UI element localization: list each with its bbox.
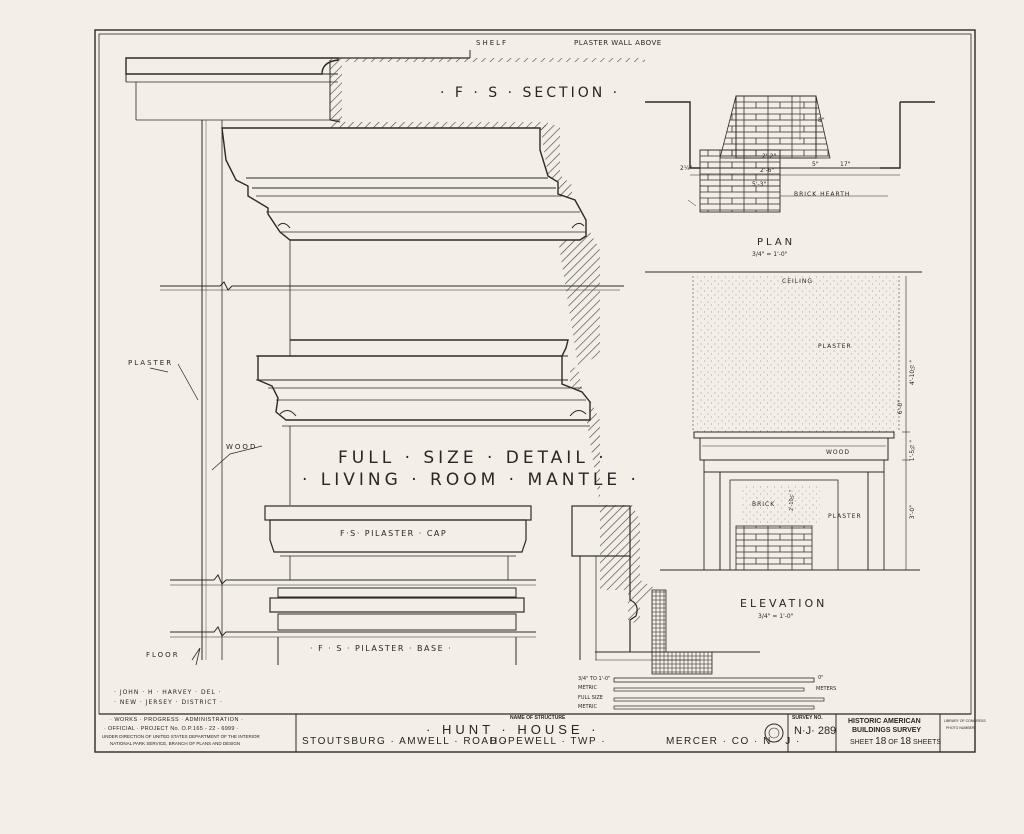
wpa-line1: · WORKS · PROGRESS · ADMINISTRATION ·: [110, 717, 244, 723]
wood-label: WOOD: [226, 443, 258, 451]
location-county: MERCER · CO · N · J ·: [666, 736, 801, 747]
plan-dim-5: 5": [812, 161, 819, 168]
sheet-count: SHEET 18 OF 18 SHEETS: [850, 737, 941, 747]
wpa-line2: · OFFICIAL · PROJECT No. O.P.165 - 22 - …: [104, 726, 239, 732]
graphic-scales: [613, 677, 825, 710]
elevation-dim-mantel: 1'-5¾": [909, 440, 916, 462]
drawing-title-line2: · LIVING · ROOM · MANTLE ·: [302, 470, 640, 490]
elevation-dim-opening: 2'-10½": [789, 490, 795, 512]
shelf-label: SHELF: [476, 39, 509, 47]
sheet-of: OF: [888, 739, 898, 746]
elevation-title: ELEVATION: [740, 597, 828, 610]
brick-hearth-label: BRICK HEARTH: [794, 191, 851, 198]
plaster-label: PLASTER: [128, 359, 174, 367]
survey-no-label: SURVEY NO.: [792, 715, 823, 721]
structure-name: · HUNT · HOUSE ·: [426, 722, 600, 737]
plan-scale: 3/4" = 1'-0": [752, 251, 788, 258]
location-road: STOUTSBURG · AMWELL · ROAD ·: [302, 736, 508, 747]
title-block-frame: [99, 713, 971, 752]
plan-dim-depth: 8": [818, 117, 825, 124]
plan-title: PLAN: [757, 237, 796, 248]
wpa-line4: NATIONAL PARK SERVICE, BRANCH OF PLANS A…: [110, 741, 241, 746]
pilaster-base-label: · F · S · PILASTER · BASE ·: [310, 644, 453, 653]
pilaster-cap-label: F·S· PILASTER · CAP: [340, 529, 448, 538]
habs-line1: HISTORIC AMERICAN: [848, 718, 921, 725]
wpa-line3: UNDER DIRECTION OF UNITED STATES DEPARTM…: [102, 734, 260, 739]
elevation-dim-6ft: 6'-0": [897, 400, 904, 415]
plan-dim-opening: 2'-2": [762, 153, 777, 160]
scale-label-full-size: FULL SIZE: [578, 695, 603, 701]
sheet-number: 18: [875, 736, 887, 747]
drawing-title-line1: FULL · SIZE · DETAIL ·: [338, 448, 608, 468]
sheet-suffix: SHEETS: [913, 739, 942, 746]
scale-mark-zero: 0": [818, 675, 824, 681]
brick-label: BRICK: [752, 501, 776, 508]
location-township: HOPEWELL · TWP ·: [490, 736, 607, 747]
outer-border: [94, 29, 976, 753]
elevation-dim-upper: 4'-10½": [909, 360, 916, 386]
cornice-molding: [221, 127, 587, 241]
scale-label-3-4: 3/4" TO 1'-0": [578, 676, 611, 682]
plan-drawing: [645, 95, 935, 213]
elevation-drawing: [645, 271, 922, 571]
ceiling-label: CEILING: [782, 278, 813, 285]
pilaster-cap: [264, 505, 532, 521]
delineator-name: · JOHN · H · HARVEY · DEL ·: [114, 689, 222, 696]
habs-line2: BUILDINGS SURVEY: [852, 727, 922, 734]
elevation-dim-3ft: 3'-0": [909, 505, 916, 520]
shelf-top: [125, 57, 339, 75]
scale-mark-meters: METERS: [816, 686, 837, 692]
plan-dim-2q: 2¼": [680, 165, 693, 172]
elevation-scale: 3/4" = 1'-0": [758, 613, 794, 620]
elevation-plaster-label: PLASTER: [818, 343, 852, 350]
loc-line1: LIBRARY OF CONGRESS: [944, 719, 986, 723]
pilaster-base: [269, 597, 525, 613]
plan-dim-hearth: 2'-6": [760, 167, 775, 174]
floor-label: FLOOR: [146, 651, 180, 659]
sheet-total: 18: [899, 736, 912, 747]
plan-dim-width: 5'-3": [752, 181, 767, 188]
scale-label-metric-1: METRIC: [578, 685, 597, 691]
name-of-structure-label: NAME OF STRUCTURE: [510, 715, 566, 721]
loc-line2: PHOTO NUMBER: [946, 726, 975, 730]
scale-label-metric-2: METRIC: [578, 704, 597, 710]
elevation-wood-label: WOOD: [826, 449, 850, 456]
plaster-wall-label: PLASTER WALL ABOVE: [574, 39, 662, 47]
plan-dim-17: 17": [840, 161, 851, 168]
survey-number: N·J· 289: [794, 725, 837, 737]
elevation-plaster2-label: PLASTER: [828, 513, 862, 520]
delineator-district: · NEW · JERSEY · DISTRICT ·: [114, 699, 223, 706]
section-title: · F · S · SECTION ·: [440, 85, 621, 101]
sheet-prefix: SHEET: [850, 739, 874, 746]
